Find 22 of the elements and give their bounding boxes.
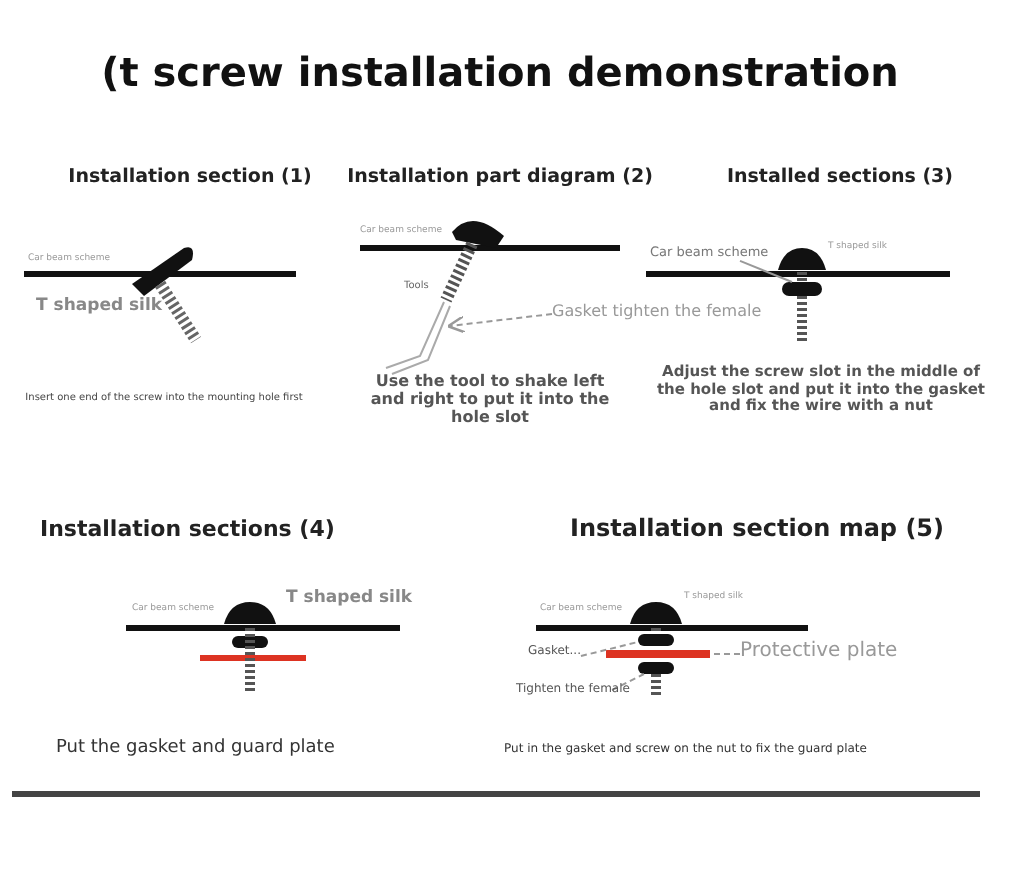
tool-drawing	[385, 301, 451, 375]
washer	[638, 634, 674, 646]
part-label: T shaped silk	[36, 298, 163, 318]
part-label: T shaped silk	[286, 590, 413, 610]
step-caption: Use the tool to shake left and right to put it into the hole slot	[368, 372, 612, 428]
leader-line	[739, 259, 793, 283]
callout-label: Protective plate	[740, 640, 898, 663]
arrow	[446, 313, 553, 334]
washer	[782, 282, 822, 296]
diagram-title: (t screw installation demonstration	[99, 50, 901, 96]
panel-heading: Installation part diagram (2)	[345, 168, 655, 190]
panel-heading: Installed sections (3)	[724, 168, 956, 190]
leader-line	[579, 641, 639, 657]
leader-line	[611, 673, 645, 691]
step-caption: Put the gasket and guard plate	[56, 738, 335, 759]
panel-heading: Installation sections (4)	[40, 518, 337, 544]
callout-label: Gasket tighten the female	[552, 302, 762, 321]
leader-line	[709, 653, 741, 655]
panel-heading: Installation section map (5)	[570, 516, 947, 544]
panel-heading: Installation section (1)	[66, 168, 314, 190]
nut	[638, 662, 674, 674]
guard-plate	[606, 650, 710, 658]
